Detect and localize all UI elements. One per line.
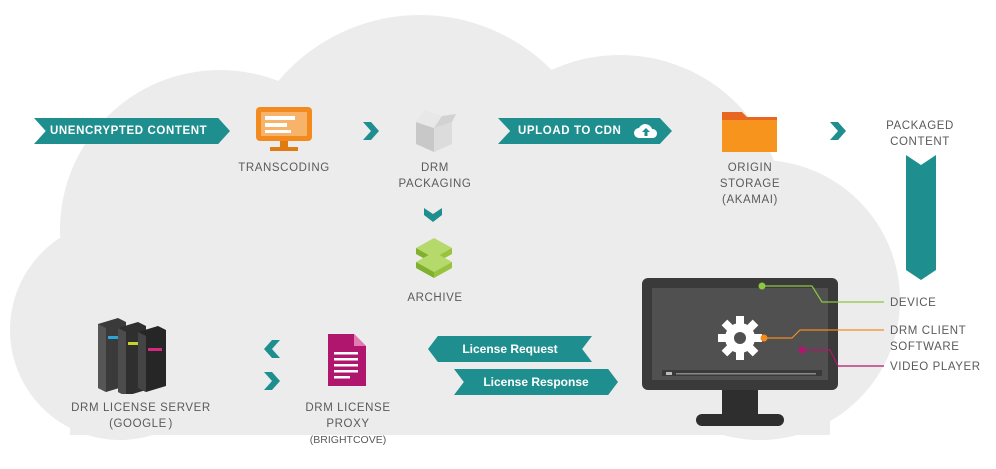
video-player-label: VIDEO PLAYER — [890, 361, 981, 373]
monitor-icon — [256, 107, 312, 151]
chevron-right-icon — [264, 372, 280, 390]
upload-to-cdn-label: UPLOAD TO CDN — [518, 125, 622, 137]
drm-license-proxy-line1: DRM LICENSE — [305, 402, 391, 414]
down-arrow-banner — [906, 155, 936, 280]
origin-storage-label: ORIGIN STORAGE (AKAMAI) — [700, 160, 800, 208]
chevron-left-icon — [264, 340, 280, 358]
license-request-label: License Request — [462, 342, 558, 356]
device-label: DEVICE — [890, 297, 937, 309]
origin-storage-line1: ORIGIN — [727, 162, 773, 174]
server-icon — [98, 318, 166, 394]
gear-icon — [718, 316, 762, 360]
license-response-label: License Response — [483, 375, 589, 389]
packaged-content-line2: CONTENT — [890, 136, 950, 148]
drm-client-software-label: DRM CLIENT SOFTWARE — [890, 323, 966, 355]
origin-storage-line2: STORAGE — [719, 178, 781, 190]
drm-packaging-line1: DRM — [421, 162, 449, 174]
drm-license-server-label: DRM LICENSE SERVER (GOOGLE ) — [66, 400, 216, 432]
chevron-down-icon — [424, 208, 442, 222]
drm-packaging-line2: PACKAGING — [398, 178, 472, 190]
license-request-banner: License Request — [428, 336, 592, 362]
drm-packaging-label: DRM PACKAGING — [380, 160, 490, 192]
drm-license-proxy-label: DRM LICENSE PROXY (BRIGHTCOVE) — [290, 400, 406, 448]
origin-storage-line3: (AKAMAI) — [722, 194, 778, 206]
folder-icon — [722, 112, 777, 152]
cloud-upload-icon — [634, 124, 658, 138]
drm-client-line1: DRM CLIENT — [890, 325, 967, 337]
drm-license-server-line2: (GOOGLE ) — [109, 418, 173, 430]
drm-license-server-line1: DRM LICENSE SERVER — [71, 402, 211, 414]
chevron-right-icon — [830, 122, 846, 140]
document-icon — [328, 334, 366, 386]
box-icon — [416, 110, 456, 152]
chevron-right-icon — [363, 122, 379, 140]
video-player-dot — [798, 346, 806, 354]
packaged-content-label: PACKAGED CONTENT — [870, 118, 970, 150]
drm-client-dot — [760, 334, 768, 342]
unencrypted-content-label: UNENCRYPTED CONTENT — [50, 125, 208, 137]
license-response-banner: License Response — [454, 369, 618, 395]
layers-icon — [416, 238, 452, 278]
drm-license-proxy-line2: PROXY — [326, 418, 370, 430]
unencrypted-content-banner: UNENCRYPTED CONTENT — [34, 118, 230, 144]
archive-label: ARCHIVE — [407, 292, 463, 304]
device-dot — [758, 282, 766, 290]
drm-client-line2: SOFTWARE — [890, 341, 960, 353]
drm-license-proxy-line3: (BRIGHTCOVE) — [309, 434, 387, 446]
packaged-content-line1: PACKAGED — [886, 120, 954, 132]
transcoding-label: TRANSCODING — [238, 162, 330, 174]
